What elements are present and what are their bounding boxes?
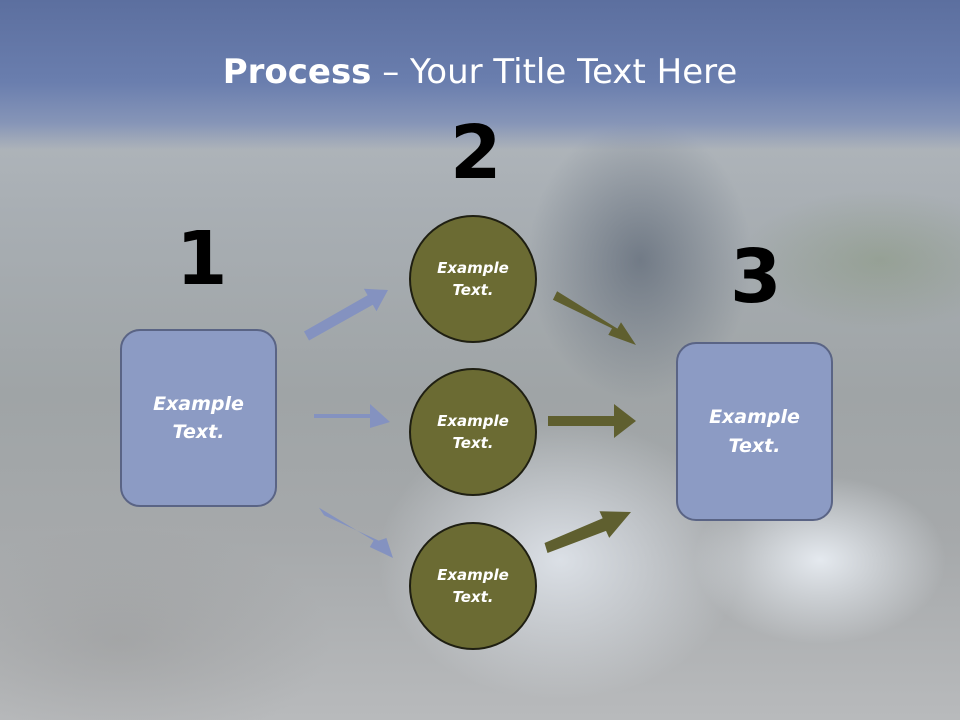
right-box-line2: Text. (728, 434, 781, 457)
step-number-3: 3 (730, 234, 782, 320)
step-number-2: 2 (450, 110, 502, 196)
title-band (0, 0, 960, 150)
bottom-circle-line2: Text. (452, 588, 494, 606)
arrow-bottom-to-right (544, 511, 631, 553)
right-box-line1: Example (709, 406, 800, 428)
arrow-left-to-bottom (318, 507, 393, 558)
step-number-1: 1 (176, 216, 228, 302)
arrow-middle-to-right (548, 404, 636, 438)
arrow-left-to-top (304, 288, 388, 341)
top-circle-line1: Example (437, 258, 509, 277)
left-box-line1: Example (153, 392, 244, 415)
title-rest: – Your Title Text Here (371, 52, 738, 92)
arrow-left-to-middle (314, 404, 390, 428)
slide-title: Process – Your Title Text Here (0, 52, 960, 92)
top-circle-line2: Text. (452, 281, 494, 299)
arrow-top-to-right (552, 291, 636, 345)
title-bold: Process (222, 52, 372, 92)
bottom-circle-line1: Example (437, 565, 509, 584)
middle-circle-line2: Text. (452, 434, 494, 452)
middle-circle-line1: Example (437, 411, 509, 430)
left-box-line2: Text. (172, 421, 225, 443)
